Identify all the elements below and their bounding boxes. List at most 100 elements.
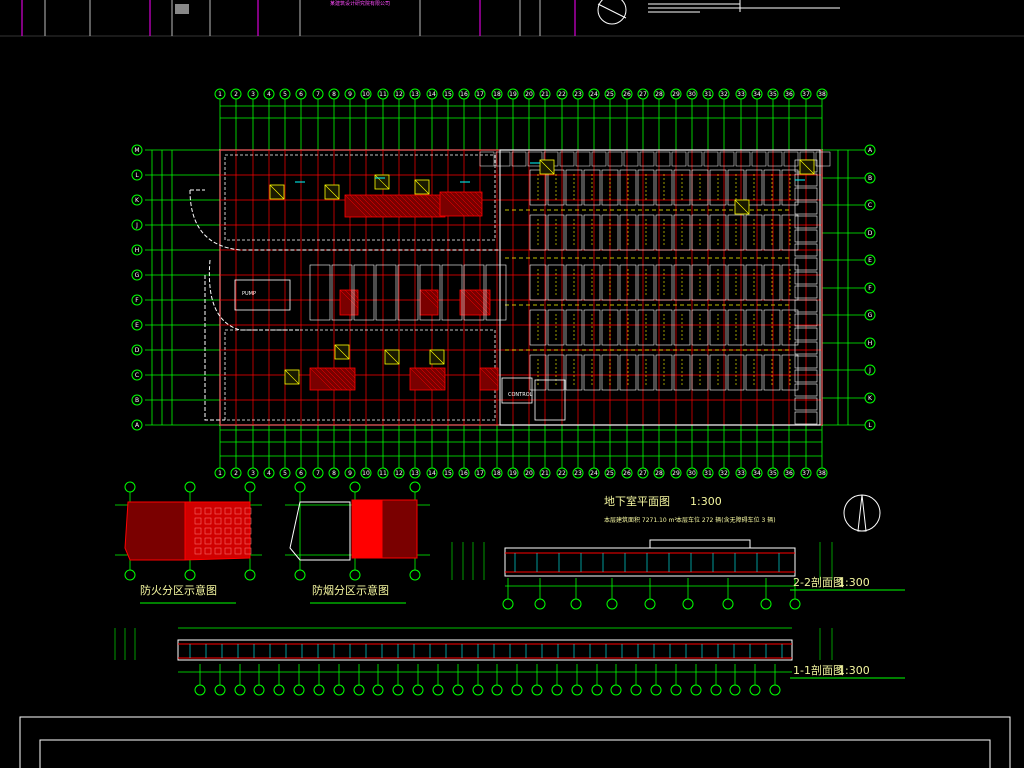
axis-bubble	[194, 684, 206, 696]
header-company-text: 某建筑设计研究院有限公司	[330, 1, 391, 7]
fz-hatch	[224, 507, 232, 515]
axis-bubble-bottom: 1	[214, 467, 226, 479]
axis-bubble-label: 36	[785, 470, 793, 477]
parking-stall-north	[751, 151, 767, 167]
axis-bubble-label: 10	[362, 91, 370, 98]
stair-diagonal	[384, 349, 400, 365]
axis-bubble-top: 19	[507, 88, 519, 100]
section-1-title: 1-1剖面图	[793, 664, 844, 677]
stair-diagonal	[269, 184, 285, 200]
axis-bubble-bottom: 15	[442, 467, 454, 479]
axis-bubble-top: 1	[214, 88, 226, 100]
axis-bubble-label: 12	[395, 91, 403, 98]
axis-bubble	[294, 481, 306, 493]
axis-bubble-top: 30	[686, 88, 698, 100]
axis-bubble	[534, 598, 546, 610]
parking-stall	[781, 354, 799, 391]
equipment-room	[534, 379, 566, 421]
parking-stall	[529, 354, 547, 391]
axis-bubble-label: 28	[655, 470, 663, 477]
hatched-block	[309, 367, 356, 391]
axis-bubble-label: 1	[218, 91, 222, 98]
axis-bubble	[722, 598, 734, 610]
axis-bubble-top: 35	[767, 88, 779, 100]
axis-bubble-top: 23	[572, 88, 584, 100]
axis-bubble	[760, 598, 772, 610]
axis-bubble	[591, 684, 603, 696]
axis-bubble-label: 13	[411, 91, 419, 98]
axis-bubble-label: 4	[267, 470, 271, 477]
parking-stall	[619, 214, 637, 251]
parking-stall	[781, 264, 799, 301]
axis-bubble-label: E	[135, 322, 139, 329]
axis-bubble-bottom: 23	[572, 467, 584, 479]
axis-bubble-label: 25	[606, 470, 614, 477]
parking-stall	[655, 214, 673, 251]
fz-hatch	[234, 507, 242, 515]
parking-stall	[781, 309, 799, 346]
parking-stall	[745, 354, 763, 391]
axis-bubble-label: 27	[639, 470, 647, 477]
axis-bubble	[452, 684, 464, 696]
parking-stall	[763, 264, 781, 301]
axis-bubble-label: 29	[672, 470, 680, 477]
hatch-line	[434, 367, 446, 379]
west-stall	[397, 264, 419, 321]
axis-bubble-bottom: 2	[230, 467, 242, 479]
fz-hatch	[244, 547, 252, 555]
parking-stall	[529, 309, 547, 346]
axis-bubble-bottom: 6	[295, 467, 307, 479]
axis-bubble-label: G	[868, 312, 873, 319]
axis-bubble-top: 9	[344, 88, 356, 100]
axis-bubble-label: 3	[251, 470, 255, 477]
hatch-line	[344, 194, 368, 218]
axis-bubble	[570, 598, 582, 610]
header-strip	[0, 0, 1024, 37]
axis-bubble-label: 31	[704, 91, 712, 98]
parking-stall	[673, 309, 691, 346]
hatch-line	[434, 289, 439, 294]
axis-bubble-left: B	[131, 394, 143, 406]
axis-bubble-label: 20	[525, 470, 533, 477]
axis-bubble-top: 26	[621, 88, 633, 100]
axis-bubble-bottom: 22	[556, 467, 568, 479]
axis-bubble-bottom: 26	[621, 467, 633, 479]
parking-stall	[565, 169, 583, 206]
parking-stall-north	[639, 151, 655, 167]
parking-stall	[691, 354, 709, 391]
parking-stall	[619, 169, 637, 206]
parking-stall-north	[767, 151, 783, 167]
axis-bubble-right: A	[864, 144, 876, 156]
axis-bubble-label: 11	[379, 91, 387, 98]
fz-hatch	[194, 507, 202, 515]
hatch-line	[479, 289, 491, 301]
hatch-line	[349, 367, 356, 374]
fz-hatch	[234, 517, 242, 525]
north-arrow-top	[597, 0, 627, 25]
axis-bubble-label: D	[135, 347, 140, 354]
axis-bubble-label: 33	[737, 470, 745, 477]
axis-bubble-bottom: 30	[686, 467, 698, 479]
axis-bubble-label: 18	[493, 91, 501, 98]
axis-bubble-label: 35	[769, 470, 777, 477]
section-2-scale: 1:300	[838, 576, 870, 589]
hatch-line	[354, 289, 359, 294]
axis-bubble-label: D	[868, 230, 873, 237]
parking-stall-north	[719, 151, 735, 167]
fz-hatch	[244, 507, 252, 515]
axis-bubble-top: 33	[735, 88, 747, 100]
axis-bubble-label: K	[868, 395, 873, 402]
hatch-line	[394, 194, 418, 218]
axis-bubble-bottom: 29	[670, 467, 682, 479]
axis-bubble	[333, 684, 345, 696]
axis-bubble-label: 34	[753, 91, 761, 98]
hatch-line	[429, 289, 439, 299]
axis-bubble-left: A	[131, 419, 143, 431]
hatched-block	[344, 194, 446, 218]
hatch-line	[344, 289, 359, 304]
hatch-line	[459, 191, 483, 215]
axis-bubble-bottom: 12	[393, 467, 405, 479]
fz-hatch	[204, 507, 212, 515]
axis-bubble	[551, 684, 563, 696]
